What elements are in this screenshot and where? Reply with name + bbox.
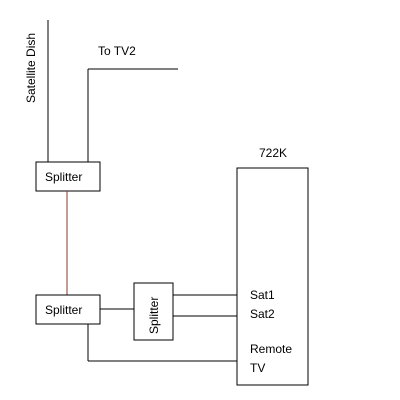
sat2-port-label: Sat2 bbox=[250, 307, 275, 321]
receiver-label: 722K bbox=[259, 146, 287, 160]
splitter-top bbox=[35, 161, 101, 192]
receiver-box bbox=[236, 167, 309, 386]
splitter-bottom bbox=[35, 294, 101, 325]
splitter-top-label: Splitter bbox=[45, 170, 82, 184]
sat1-port-label: Sat1 bbox=[250, 288, 275, 302]
tv2-label: To TV2 bbox=[98, 44, 136, 58]
splitter-vertical-label: Splitter bbox=[147, 297, 161, 334]
remote-port-label: Remote bbox=[250, 342, 292, 356]
dish-label: Satellite Dish bbox=[24, 33, 38, 103]
splitter-bottom-label: Splitter bbox=[45, 303, 82, 317]
tv-port-label: TV bbox=[250, 361, 265, 375]
splitter-vertical bbox=[133, 282, 174, 341]
